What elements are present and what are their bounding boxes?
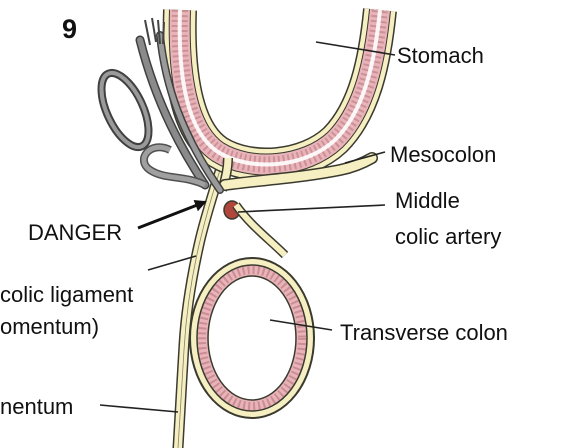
mesocolon-label: Mesocolon [390, 142, 496, 167]
danger-arrow [138, 202, 205, 228]
transverse-colon-label: Transverse colon [340, 320, 508, 345]
stomach [180, 10, 380, 165]
gastrocolic-ligament-label-line1: colic ligament [0, 282, 133, 307]
middle-colic-artery-leader [238, 205, 385, 212]
gastrocolic-ligament-label-line2: omentum) [0, 314, 99, 339]
omentum-label: nentum [0, 394, 73, 419]
figure-number: 9 [62, 14, 77, 44]
transverse-colon [190, 258, 314, 418]
danger-label: DANGER [28, 220, 122, 245]
middle-colic-artery-label-line1: Middle [395, 188, 460, 213]
omentum-leader [100, 405, 178, 412]
middle-colic-artery-label-line2: colic artery [395, 224, 501, 249]
stomach-label: Stomach [397, 43, 484, 68]
